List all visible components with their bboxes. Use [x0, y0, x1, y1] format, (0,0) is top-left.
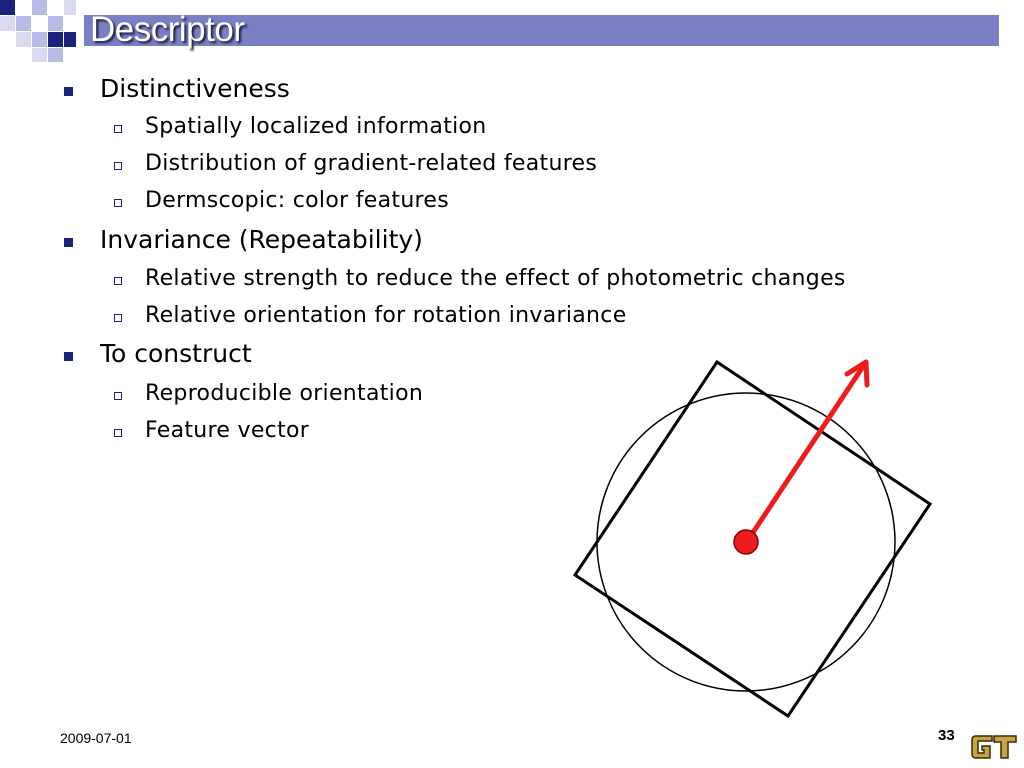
- title-bar: [84, 15, 999, 46]
- sub-bullet-square-icon: [114, 162, 122, 170]
- sub-bullet-square-icon: [114, 199, 122, 207]
- orientation-arrow-icon: [749, 365, 865, 537]
- sub-bullet-square-icon: [114, 429, 122, 437]
- sub-bullet-item: Feature vector: [145, 418, 310, 443]
- slide-title: Descriptor: [90, 10, 245, 49]
- sub-bullet-item: Reproducible orientation: [145, 381, 424, 406]
- bullet-item: To construct: [100, 339, 252, 368]
- descriptor-diagram: [572, 359, 933, 719]
- sub-bullet-item: Spatially localized information: [145, 114, 487, 139]
- arrow-head-icon: [844, 359, 870, 388]
- sub-bullet-item: Distribution of gradient-related feature…: [145, 151, 598, 176]
- sub-bullet-square-icon: [114, 277, 122, 285]
- sub-bullet-item: Relative orientation for rotation invari…: [145, 303, 627, 328]
- footer-date: 2009-07-01: [60, 730, 132, 746]
- bullet-square-icon: [64, 87, 73, 96]
- sub-bullet-square-icon: [114, 314, 122, 322]
- sub-bullet-item: Dermscopic: color features: [145, 188, 450, 213]
- sub-bullet-square-icon: [114, 125, 122, 133]
- page-number: 33: [938, 727, 955, 744]
- bullet-item: Invariance (Repeatability): [100, 225, 423, 254]
- sub-bullet-square-icon: [114, 392, 122, 400]
- gt-logo-icon: [971, 735, 1017, 759]
- rotated-square: [572, 359, 933, 719]
- bullet-item: Distinctiveness: [100, 74, 290, 103]
- bullet-square-icon: [64, 238, 73, 247]
- bullet-square-icon: [64, 352, 73, 361]
- checker-decoration-icon: [0, 0, 76, 62]
- sub-bullet-item: Relative strength to reduce the effect o…: [145, 266, 846, 291]
- keypoint-dot: [733, 529, 759, 555]
